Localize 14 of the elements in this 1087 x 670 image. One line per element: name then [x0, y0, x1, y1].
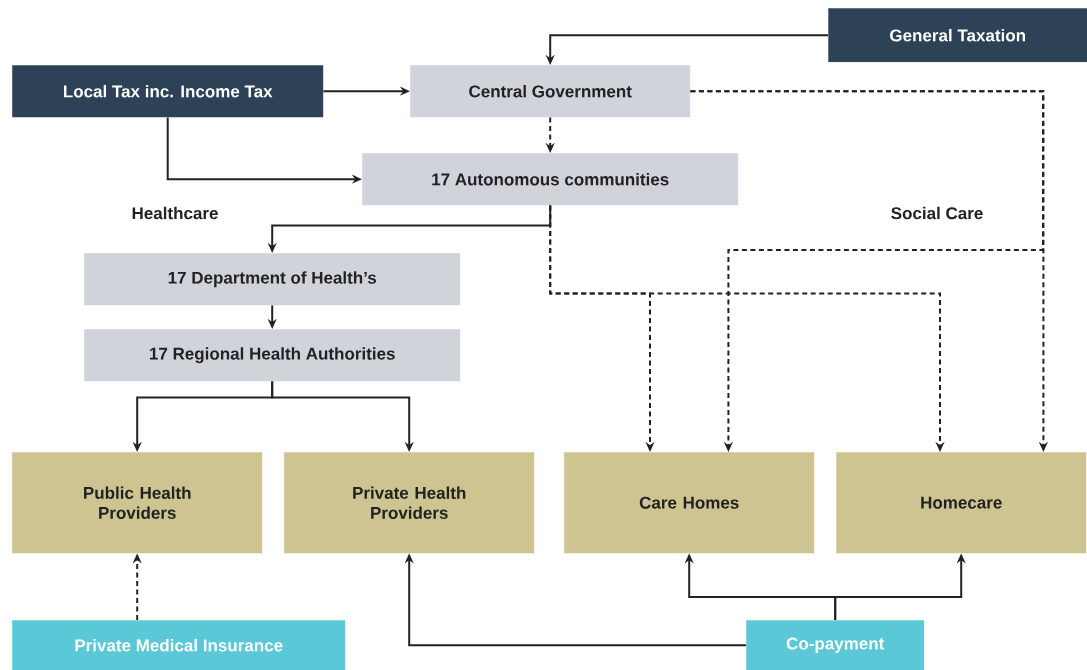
payer-box: Private Medical Insurance [12, 620, 346, 670]
authority-box: 17 Autonomous communities [362, 153, 739, 206]
authority-box: 17 Department of Health’s [84, 253, 461, 306]
section-label: Social Care [891, 206, 983, 220]
section-label: Healthcare [132, 206, 218, 220]
provider-box: Homecare [836, 452, 1087, 554]
provider-box: Private Health Providers [284, 452, 535, 554]
provider-box: Public Health Providers [12, 452, 263, 554]
provider-box: Care Homes [564, 452, 815, 554]
source-box: General Taxation [828, 8, 1087, 63]
payer-box: Co-payment [746, 620, 925, 670]
authority-box: 17 Regional Health Authorities [84, 329, 461, 382]
source-box: Local Tax inc. Income Tax [12, 65, 324, 118]
authority-box: Central Government [410, 65, 691, 118]
